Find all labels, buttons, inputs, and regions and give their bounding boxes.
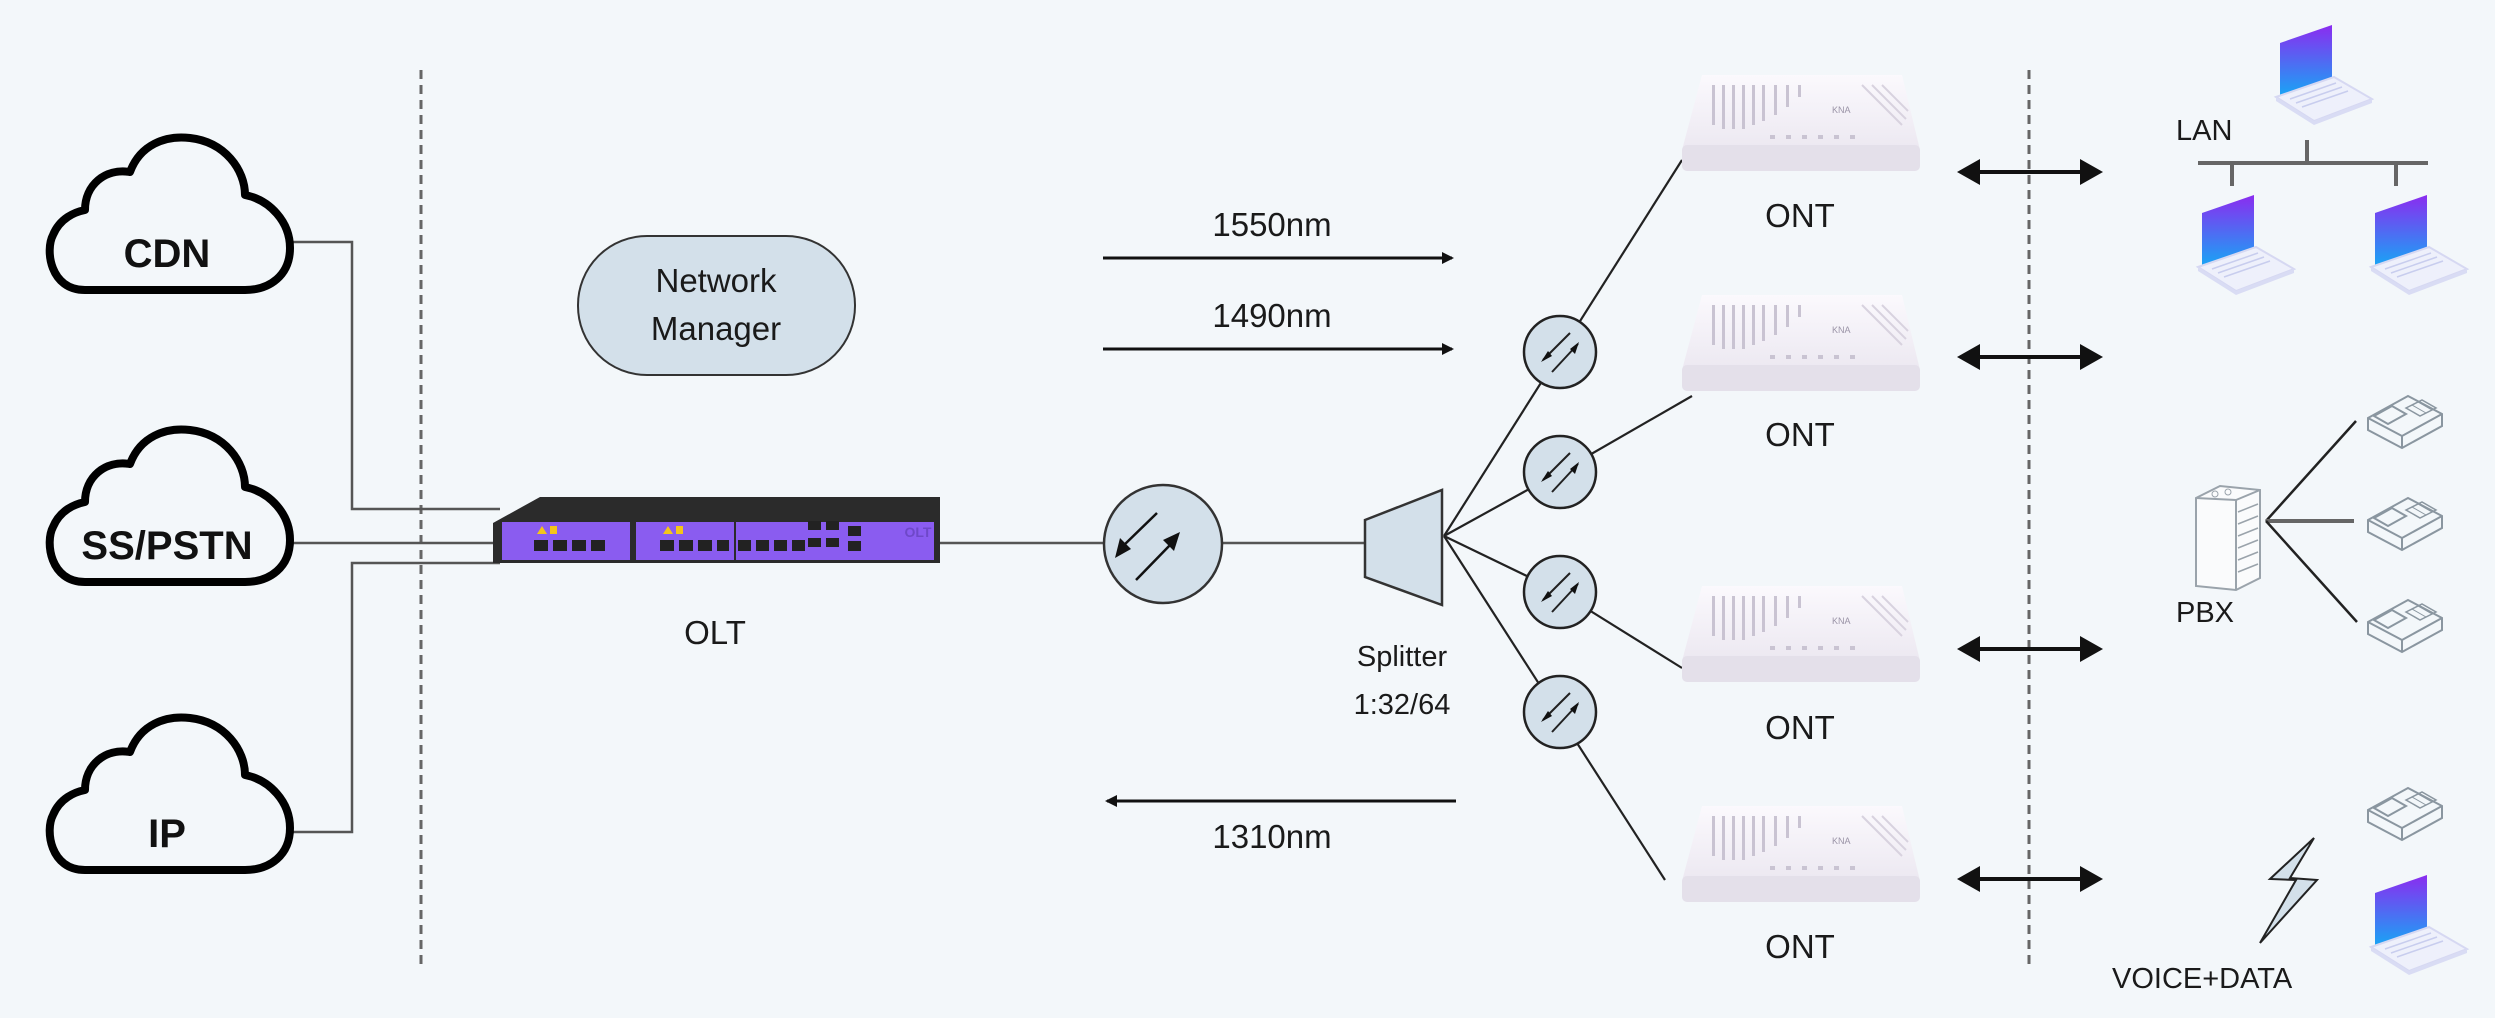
phone-icon <box>2367 787 2443 841</box>
ont-label: ONT <box>1765 928 1835 965</box>
splitter-icon <box>1363 488 1444 607</box>
upstream-1310: 1310nm <box>1105 795 1456 855</box>
bidirectional-arrows <box>1957 159 2103 892</box>
phone-icon <box>2367 599 2443 653</box>
phone-icon <box>2367 497 2443 551</box>
olt-panel-label: OLT <box>905 524 932 540</box>
wdm-small-icon <box>1522 434 1598 510</box>
network-manager: Network Manager <box>577 235 856 376</box>
laptop-icon <box>2370 874 2468 976</box>
pbx-server-icon <box>2195 484 2261 592</box>
ont-label: ONT <box>1765 416 1835 453</box>
voice-data-label: VOICE+DATA <box>2112 963 2293 995</box>
olt-label: OLT <box>684 614 746 651</box>
cloud-label: SS/PSTN <box>81 524 252 568</box>
cloud-label: CDN <box>124 232 211 276</box>
network-manager-line2: Manager <box>651 310 781 347</box>
lan-label: LAN <box>2176 115 2232 147</box>
pbx-label: PBX <box>2176 597 2234 629</box>
lan-group: LAN <box>2176 24 2468 296</box>
splitter-ratio: 1:32/64 <box>1354 689 1451 721</box>
wavelength-label-1310: 1310nm <box>1212 818 1331 855</box>
laptop-icon <box>2370 194 2468 296</box>
laptop-icon <box>2197 194 2295 296</box>
olt-device: OLT <box>493 497 940 563</box>
wdm-coupler-icon <box>1102 483 1224 605</box>
voice-data-group: VOICE+DATA <box>2112 787 2468 995</box>
cloud-ip: IP <box>50 717 290 870</box>
cloud-label: IP <box>148 812 186 856</box>
ont-label: ONT <box>1765 197 1835 234</box>
ont-1: ONT <box>1681 74 1921 234</box>
cloud-cdn: CDN <box>50 137 290 290</box>
ont-device-icon <box>1681 294 1921 392</box>
distribution-fibers <box>1443 159 1693 881</box>
cloud-connectors <box>290 240 500 834</box>
ont-3: ONT <box>1681 585 1921 746</box>
downstream-1550: 1550nm <box>1103 206 1454 264</box>
splitter-label: Splitter <box>1357 641 1448 673</box>
ont-device-icon <box>1681 585 1921 683</box>
downstream-1490: 1490nm <box>1103 297 1454 355</box>
ont-2: ONT <box>1681 294 1921 453</box>
ont-device-icon <box>1681 805 1921 903</box>
wavelength-label-1550: 1550nm <box>1212 206 1331 243</box>
phone-icon <box>2367 395 2443 449</box>
lightning-icon <box>2259 837 2320 944</box>
ont-device-icon <box>1681 74 1921 172</box>
ont-4: ONT <box>1681 805 1921 965</box>
cloud-ss-pstn: SS/PSTN <box>50 429 290 582</box>
wavelength-label-1490: 1490nm <box>1212 297 1331 334</box>
laptop-icon <box>2275 24 2373 126</box>
network-manager-line1: Network <box>655 262 777 299</box>
wdm-small-icon <box>1522 674 1598 750</box>
ont-label: ONT <box>1765 709 1835 746</box>
wdm-small-icon <box>1522 314 1598 390</box>
wdm-small-icon <box>1522 554 1598 630</box>
pbx-group: PBX <box>2176 395 2443 653</box>
